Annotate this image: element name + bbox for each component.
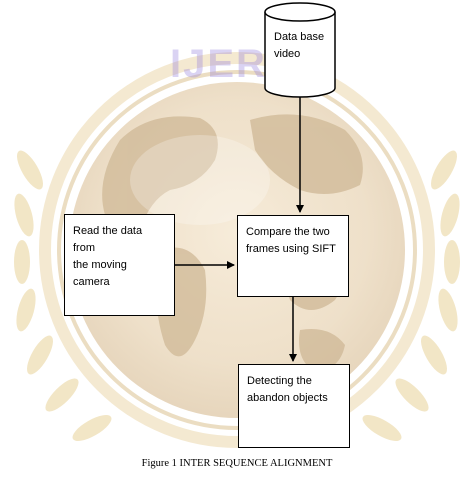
figure-caption: Figure 1 INTER SEQUENCE ALIGNMENT: [141, 458, 333, 469]
database-cylinder-icon: [264, 2, 336, 98]
node-read-camera-label: Read the data from the moving camera: [73, 225, 143, 288]
node-compare-frames-label: Compare the two frames using SIFT: [246, 226, 336, 255]
node-detect-objects-label: Detecting the abandon objects: [247, 375, 328, 404]
node-compare-frames: Compare the two frames using SIFT: [237, 215, 349, 297]
database-label: Data base video: [274, 31, 325, 60]
node-detect-objects: Detecting the abandon objects: [238, 364, 350, 448]
node-read-camera: Read the data from the moving camera: [64, 214, 175, 316]
